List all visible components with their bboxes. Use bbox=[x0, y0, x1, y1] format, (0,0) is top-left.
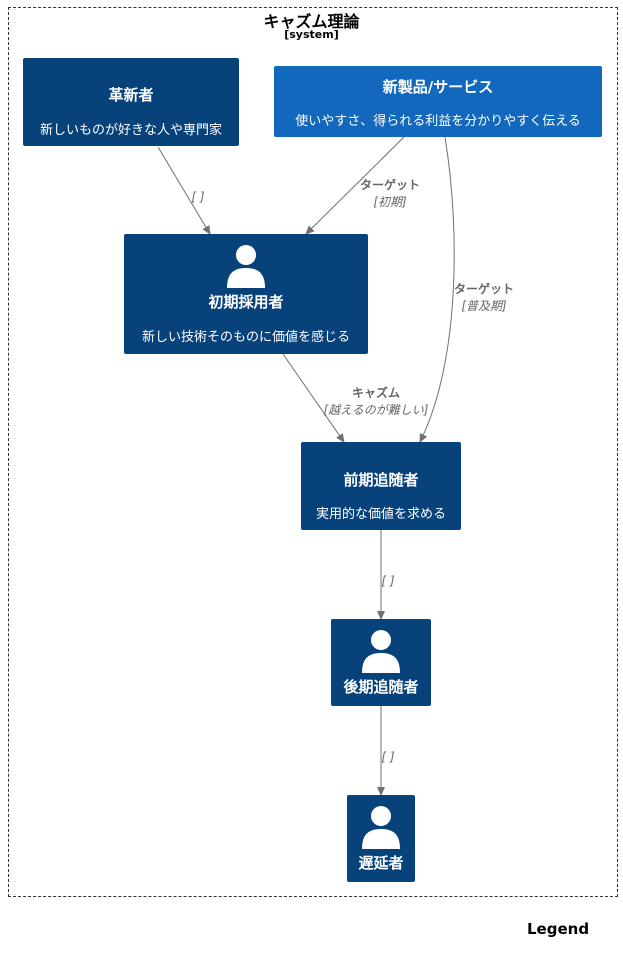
edge-product-to-early-adopters bbox=[305, 136, 405, 235]
edge-label-late-majority: [ ] bbox=[368, 750, 408, 764]
node-description: 新しいものが好きな人や専門家 bbox=[39, 123, 222, 138]
edge-label-text: キャズム bbox=[351, 386, 400, 400]
node-description: 使いやすさ、得られる利益を分かりやすく伝える bbox=[295, 114, 581, 129]
edge-product-to-early-majority bbox=[419, 136, 455, 443]
node-late-majority[interactable]: 後期追随者 bbox=[331, 619, 431, 706]
edge-chasm bbox=[282, 353, 345, 443]
edge-tech: [初期] bbox=[373, 195, 407, 209]
node-innovators[interactable]: 革新者 新しいものが好きな人や専門家 bbox=[23, 58, 239, 146]
node-title: 新製品/サービス bbox=[382, 78, 494, 96]
person-icon bbox=[362, 806, 400, 849]
boundary-type: [system] bbox=[284, 28, 339, 41]
node-early-adopters[interactable]: 初期採用者 新しい技術そのものに価値を感じる bbox=[124, 234, 368, 354]
system-boundary bbox=[8, 7, 618, 897]
legend-title: Legend bbox=[527, 920, 590, 938]
edge-label-early-majority: [ ] bbox=[368, 574, 408, 588]
edge-label-text: ターゲット bbox=[453, 282, 514, 296]
boundary-name: キャズム理論 bbox=[263, 12, 360, 31]
edge-label-text: ターゲット bbox=[359, 178, 420, 192]
edge-tech: [越えるのが難しい] bbox=[323, 403, 429, 417]
edge-label-innovators: [ ] bbox=[178, 190, 218, 204]
node-new-product[interactable]: 新製品/サービス 使いやすさ、得られる利益を分かりやすく伝える bbox=[274, 66, 602, 137]
node-description: 新しい技術そのものに価値を感じる bbox=[141, 330, 350, 345]
node-early-majority[interactable]: 前期追随者 実用的な価値を求める bbox=[301, 442, 461, 530]
node-title: 後期追随者 bbox=[343, 678, 419, 696]
edge-label-product-early: ターゲット [初期] bbox=[350, 176, 430, 210]
edge-label-product-majority: ターゲット [普及期] bbox=[444, 280, 524, 314]
node-laggards[interactable]: 遅延者 bbox=[347, 795, 415, 882]
node-title: 初期採用者 bbox=[208, 293, 284, 311]
node-title: 遅延者 bbox=[358, 854, 404, 872]
node-title: 前期追随者 bbox=[343, 471, 419, 489]
edge-innovators-to-early-adopters bbox=[157, 146, 211, 235]
edge-tech: [ ] bbox=[381, 750, 395, 764]
node-title: 革新者 bbox=[108, 86, 154, 104]
person-icon bbox=[362, 630, 400, 673]
edge-tech: [普及期] bbox=[461, 299, 507, 313]
edge-tech: [ ] bbox=[191, 190, 205, 204]
person-icon bbox=[227, 245, 265, 288]
edge-label-chasm: キャズム [越えるのが難しい] bbox=[316, 384, 436, 418]
edge-tech: [ ] bbox=[381, 574, 395, 588]
node-description: 実用的な価値を求める bbox=[315, 507, 446, 522]
